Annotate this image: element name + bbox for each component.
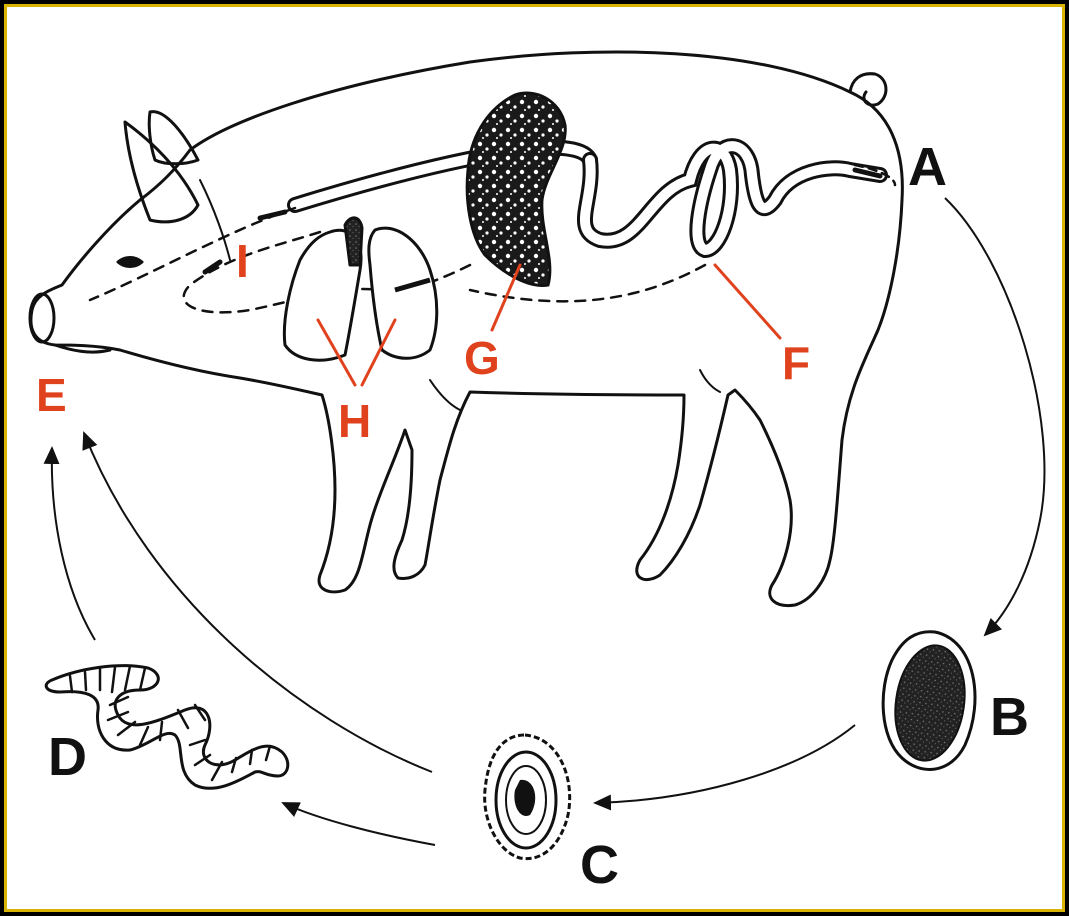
label-d: D [48,730,87,784]
label-e: E [36,372,67,418]
arrow-c-to-d [283,803,435,845]
label-h: H [338,398,371,444]
label-c: C [580,838,619,892]
label-a: A [908,140,947,194]
pig-tail [850,74,886,105]
egg-c [485,735,570,859]
lungs [284,218,436,360]
liver [467,93,565,285]
label-b: B [990,690,1029,744]
arrow-c-to-e [84,433,432,772]
arrow-a-to-b [945,198,1044,635]
egg-b [883,632,975,770]
arrow-b-to-c [595,725,855,803]
pig-snout [30,294,54,342]
pig-eye [118,258,142,267]
label-f: F [782,340,810,386]
pig-ear-front [125,122,198,222]
label-i: I [236,238,249,284]
arrow-d-to-e [52,448,95,640]
pig-ear-back [149,112,198,164]
label-g: G [464,335,500,381]
